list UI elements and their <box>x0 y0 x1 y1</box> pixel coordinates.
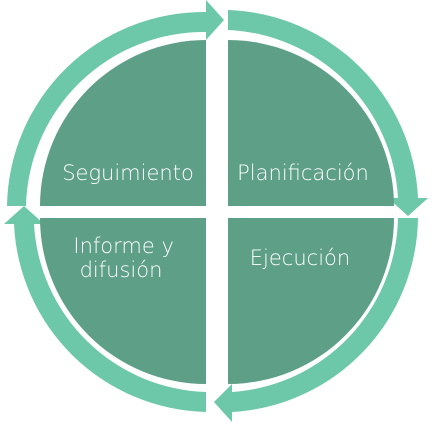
quadrant-bottom-left <box>40 218 206 384</box>
label-informe-difusion-line-1: Informe y <box>73 234 174 258</box>
quadrant-top-right <box>228 40 394 206</box>
arrow-segment-bottom-left <box>4 206 206 412</box>
label-seguimiento-line-1: Seguimiento <box>62 161 194 185</box>
arrow-segment-top-right <box>228 10 428 216</box>
label-planificacion: Planificación <box>237 161 369 185</box>
label-planificacion-line-1: Planificación <box>237 161 369 185</box>
label-ejecucion: Ejecución <box>250 246 350 270</box>
arrow-ring <box>4 0 428 422</box>
labels: Seguimiento Planificación Ejecución Info… <box>62 161 369 282</box>
label-seguimiento: Seguimiento <box>62 161 194 185</box>
label-informe-difusion: Informe y difusión <box>73 234 180 282</box>
arrow-segment-top-left <box>7 0 224 206</box>
label-informe-difusion-line-2: difusión <box>80 258 163 282</box>
label-ejecucion-line-1: Ejecución <box>250 246 350 270</box>
arrow-segment-bottom-right <box>214 218 418 422</box>
quadrant-bottom-right <box>228 218 394 384</box>
quadrants <box>40 40 394 384</box>
quadrant-top-left <box>40 40 206 206</box>
